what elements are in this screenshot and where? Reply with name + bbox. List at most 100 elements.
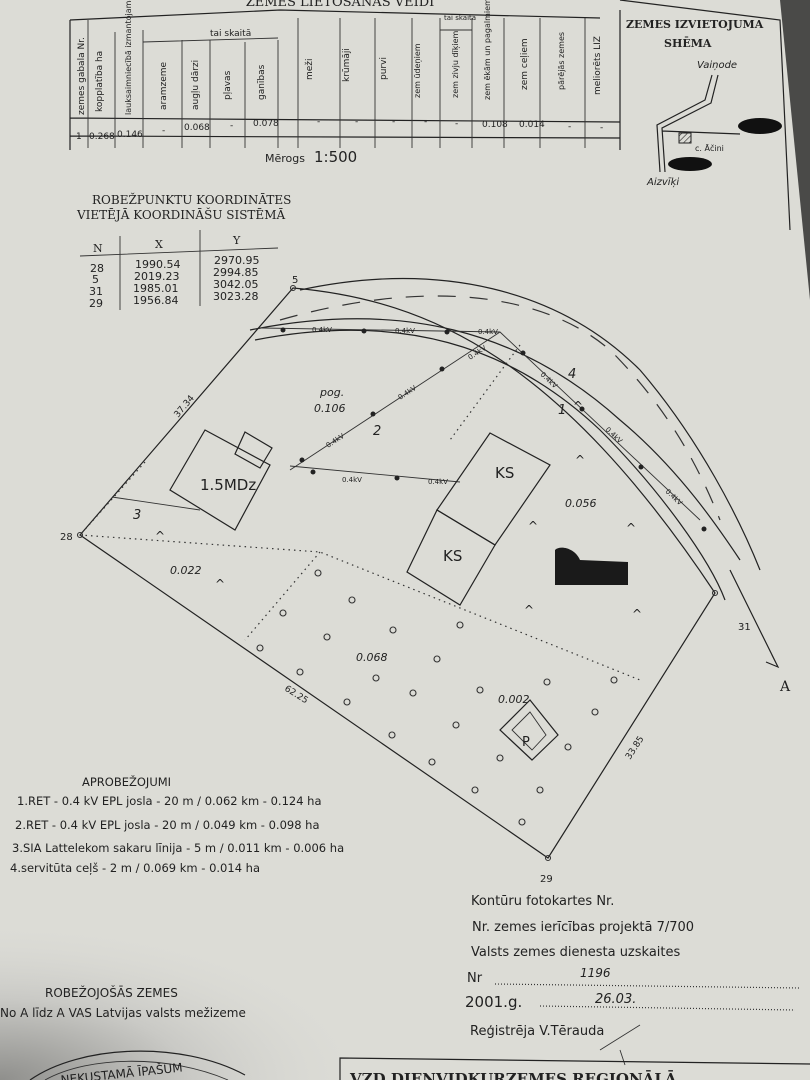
parcel-plan: A 0.4kV 0.4kV 0.4kV 0.4kV 0.4kV 0.4kV 0.… <box>60 275 791 885</box>
header-forests: meži <box>305 58 315 80</box>
coords-header: Y <box>232 234 241 247</box>
area-value: 0.068 <box>356 651 388 664</box>
restriction-number: 3 <box>133 508 141 523</box>
cell: 2994.85 <box>213 266 259 279</box>
neighbours-title: ROBEŽOJOŠĀS ZEMES <box>45 985 178 1000</box>
header-arable: aramzeme <box>159 61 169 110</box>
direction-arrow <box>729 569 780 669</box>
svg-text:^: ^ <box>573 399 583 413</box>
restriction-item: 3.SIA Lattelekom sakaru līnija - 5 m / 0… <box>12 841 344 855</box>
photo-map-label: Kontūru fotokartes Nr. <box>471 894 614 909</box>
service-label: Valsts zemes dienesta uzskaites <box>471 945 681 960</box>
header-swamps: purvi <box>379 57 389 80</box>
coordinates-table: ROBEŽPUNKTU KOORDINĀTES VIETĒJĀ KOORDINĀ… <box>76 192 291 310</box>
orchard-trees <box>256 569 618 826</box>
table-row: 1 0.268 0.146 - 0.068 - 0.078 - - - - - … <box>76 117 603 142</box>
cell: - <box>230 121 233 131</box>
cell: 1985.01 <box>133 282 179 295</box>
header-under-water: zem ūdeņiem <box>413 43 423 98</box>
restrictions: APROBEŽOJUMI 1.RET - 0.4 kV EPL josla - … <box>10 774 344 875</box>
cell: 1956.84 <box>133 294 179 307</box>
road-edge <box>249 318 741 561</box>
area-value: 0.002 <box>498 693 530 706</box>
header-shrubs: krūmāji <box>342 48 352 82</box>
cell: 0.068 <box>184 123 210 133</box>
scheme-title: ZEMES IZVIETOJUMA <box>626 18 764 31</box>
header-parcel-no: zemes gabala Nr. <box>77 37 87 115</box>
svg-text:^: ^ <box>215 577 225 591</box>
cell: - <box>600 123 603 133</box>
cell: 3023.28 <box>213 290 259 303</box>
cell: 2970.95 <box>214 254 260 267</box>
registry-info: Kontūru fotokartes Nr. Nr. zemes ierīcīb… <box>465 894 801 1066</box>
nr-value: 1196 <box>580 966 611 980</box>
point-28: 28 <box>60 532 73 543</box>
header-other: pārējās zemes <box>557 32 566 90</box>
neighbouring-lands: ROBEŽOJOŠĀS ZEMES No A līdz A VAS Latvij… <box>0 985 246 1020</box>
svg-text:^: ^ <box>524 603 534 617</box>
building-label: P <box>522 735 530 750</box>
power-label: 0.4kV <box>395 327 415 335</box>
header-incl: tai skaitā <box>210 29 251 39</box>
point-A: A <box>779 679 791 695</box>
project-number: Nr. zemes ierīcības projektā 7/700 <box>472 920 694 935</box>
cell: 3042.05 <box>213 278 259 291</box>
footer-box-text: VZD DIENVIDKURZEMES REĢIONĀLĀ <box>349 1069 677 1080</box>
cell: - <box>455 119 458 129</box>
coords-header: X <box>155 238 163 251</box>
date-value: 26.03. <box>595 992 636 1007</box>
header-orchards: augļu dārzi <box>191 60 201 110</box>
cell: - <box>424 117 427 127</box>
cell: 0.014 <box>519 120 545 130</box>
building-label: 1.5MDz <box>200 476 256 494</box>
restriction-number: 1 <box>558 403 566 418</box>
restriction-item: 4.servitūta ceļš - 2 m / 0.069 km - 0.01… <box>10 861 260 875</box>
restriction-number: 2 <box>373 424 381 439</box>
redaction <box>668 157 712 171</box>
coords-subtitle: VIETĒJĀ KOORDINĀŠU SISTĒMĀ <box>76 206 285 222</box>
cell: 0.268 <box>89 132 115 142</box>
restriction-item: 1.RET - 0.4 kV EPL josla - 20 m / 0.062 … <box>17 794 322 808</box>
svg-text:^: ^ <box>528 519 538 533</box>
svg-text:^: ^ <box>575 453 585 467</box>
building-label: KS <box>495 464 514 482</box>
nr-label: Nr <box>467 971 483 986</box>
cell: 31 <box>89 285 103 298</box>
cell: 0.078 <box>253 119 279 129</box>
coords-rows: 28 1990.54 2970.95 5 2019.23 2994.85 31 … <box>89 254 260 310</box>
signature <box>599 1024 641 1066</box>
header-agricultural: lauksaimniecībā izmantojamā zeme <box>124 0 133 115</box>
area-value: 0.056 <box>565 497 597 510</box>
point-31: 31 <box>738 622 751 633</box>
footer-box: VZD DIENVIDKURZEMES REĢIONĀLĀ <box>339 1057 810 1080</box>
building-p <box>499 699 559 761</box>
point-5: 5 <box>292 275 298 286</box>
power-label: 0.4kV <box>342 476 362 484</box>
place-road: c. Āčini <box>695 143 724 153</box>
cell: 1 <box>76 132 82 142</box>
header-fish-ponds: zem zivju dīķiem <box>451 30 461 98</box>
land-use-table: ZEMES LIETOŠANAS VEIDI zemes gabala Nr. … <box>69 0 621 166</box>
cell: - <box>355 117 358 127</box>
area-value: 0.106 <box>314 402 346 415</box>
svg-text:^: ^ <box>626 521 636 535</box>
redaction <box>555 547 628 585</box>
point-29: 29 <box>540 874 553 885</box>
year-label: 2001.g. <box>465 993 522 1011</box>
svg-text:^: ^ <box>632 607 642 621</box>
header-reclaimed: meliorēts LIZ <box>593 36 603 95</box>
registrar: Reģistrēja V.Tērauda <box>470 1024 604 1039</box>
cell: 1990.54 <box>135 258 181 271</box>
power-label: 0.4kV <box>478 328 498 336</box>
redaction <box>738 118 782 134</box>
header-under-roads: zem ceļiem <box>520 38 530 90</box>
road-edge <box>254 329 726 601</box>
power-label: 0.4kV <box>428 478 448 486</box>
restriction-item: 2.RET - 0.4 kV EPL josla - 20 m / 0.049 … <box>15 818 320 832</box>
scale-value: 1:500 <box>314 148 357 166</box>
header-pastures: ganības <box>257 64 267 100</box>
building-ks <box>406 509 496 606</box>
place-south: Aizvīķi <box>646 177 679 188</box>
